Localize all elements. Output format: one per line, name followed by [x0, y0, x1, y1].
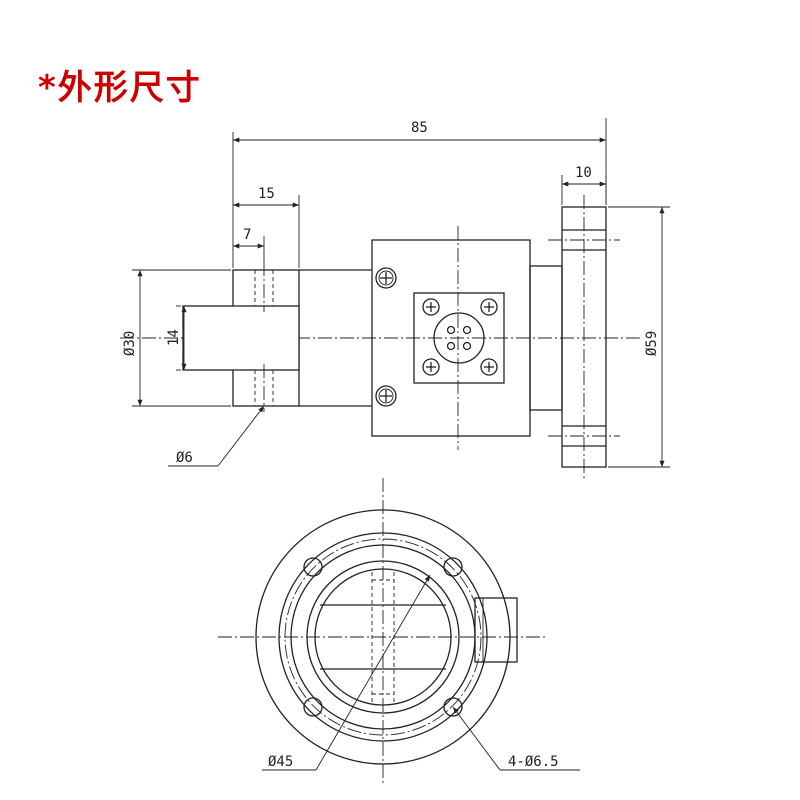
- dim-4-o6-5: 4-Ø6.5: [508, 754, 559, 770]
- dim-85: 85: [411, 120, 428, 136]
- screw-icon: [375, 385, 397, 407]
- mount-hole-icon: [303, 557, 463, 717]
- drawing-title: *外形尺寸: [38, 68, 202, 108]
- connector-screw-icon: [422, 298, 498, 376]
- dim-o59: Ø59: [644, 331, 660, 356]
- outer-flange: [255, 509, 511, 765]
- connector-pins-icon: [433, 312, 485, 364]
- dim-o30: Ø30: [122, 331, 138, 356]
- screw-icon: [375, 267, 397, 289]
- connector-plate: [413, 292, 505, 384]
- dim-o45: Ø45: [268, 754, 293, 770]
- front-view: Ø45 4-Ø6.5: [218, 478, 580, 785]
- connector-tab: [474, 597, 518, 663]
- side-view: 85 15 7 10 Ø30 14 Ø59 Ø6: [120, 118, 670, 480]
- dim-7: 7: [243, 227, 251, 243]
- shaft-key: [182, 305, 300, 371]
- dim-o6: Ø6: [176, 450, 193, 466]
- dim-14: 14: [166, 329, 182, 346]
- dim-15: 15: [258, 186, 275, 202]
- dim-10: 10: [575, 165, 592, 181]
